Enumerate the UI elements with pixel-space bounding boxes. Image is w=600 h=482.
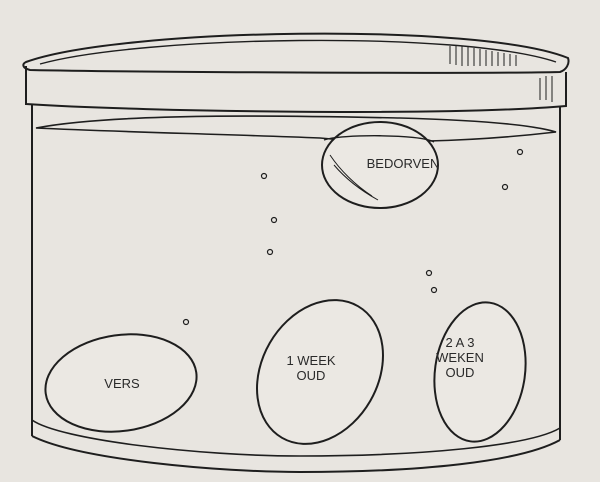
label-two-three-weeks: 2 A 3 WEKEN OUD <box>420 335 500 380</box>
label-two-three-weeks-line3: OUD <box>445 365 475 380</box>
jar-rim <box>22 32 570 74</box>
egg-one-week <box>256 299 384 445</box>
label-one-week: 1 WEEK OUD <box>276 353 346 383</box>
label-one-week-line2: OUD <box>296 368 326 383</box>
water-surface <box>35 115 557 143</box>
egg-two-three-weeks <box>433 301 527 443</box>
bubbles <box>182 148 524 326</box>
label-one-week-line1: 1 WEEK <box>286 353 336 368</box>
label-two-three-weeks-line1: 2 A 3 <box>445 335 475 350</box>
egg-spoiled <box>321 121 439 209</box>
label-two-three-weeks-line2: WEKEN <box>436 350 484 365</box>
egg-fresh <box>44 333 198 433</box>
jar-bottom <box>31 419 561 457</box>
label-spoiled: BEDORVEN <box>366 156 440 171</box>
label-fresh: VERS <box>104 376 140 391</box>
